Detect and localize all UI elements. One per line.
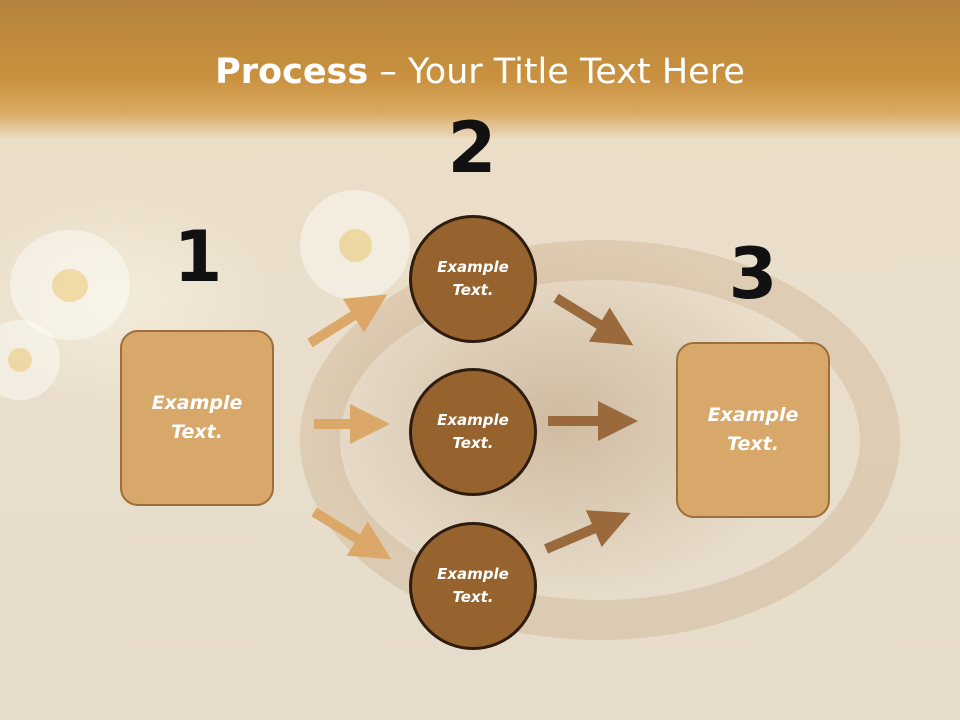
- circle-bottom-text: Example Text.: [437, 565, 509, 606]
- slide-title: Process – Your Title Text Here: [0, 52, 960, 92]
- step-number-2: 2: [447, 107, 497, 189]
- step-2-circle-middle[interactable]: Example Text.: [409, 368, 537, 496]
- title-banner: [0, 0, 960, 140]
- step-1-text: Example Text.: [151, 392, 243, 443]
- step-2-circle-top[interactable]: Example Text.: [409, 215, 537, 343]
- circle-middle-text: Example Text.: [437, 411, 509, 452]
- step-1-box[interactable]: Example Text.: [120, 330, 274, 506]
- background-flower-3: [0, 320, 60, 400]
- step-3-box[interactable]: Example Text.: [676, 342, 830, 518]
- circle-top-text: Example Text.: [437, 258, 509, 299]
- title-rest: – Your Title Text Here: [368, 52, 745, 92]
- arrow-1-to-top: [307, 294, 388, 348]
- step-number-1: 1: [173, 216, 223, 298]
- background-flower-2: [300, 190, 410, 300]
- step-3-text: Example Text.: [707, 404, 799, 455]
- step-2-circle-bottom[interactable]: Example Text.: [409, 522, 537, 650]
- arrow-bottom-to-3: [544, 510, 631, 554]
- arrow-1-to-bottom: [311, 507, 392, 560]
- step-number-3: 3: [728, 233, 778, 315]
- title-bold: Process: [215, 52, 369, 92]
- background-flower-1: [10, 230, 130, 340]
- arrow-top-to-3: [553, 293, 634, 346]
